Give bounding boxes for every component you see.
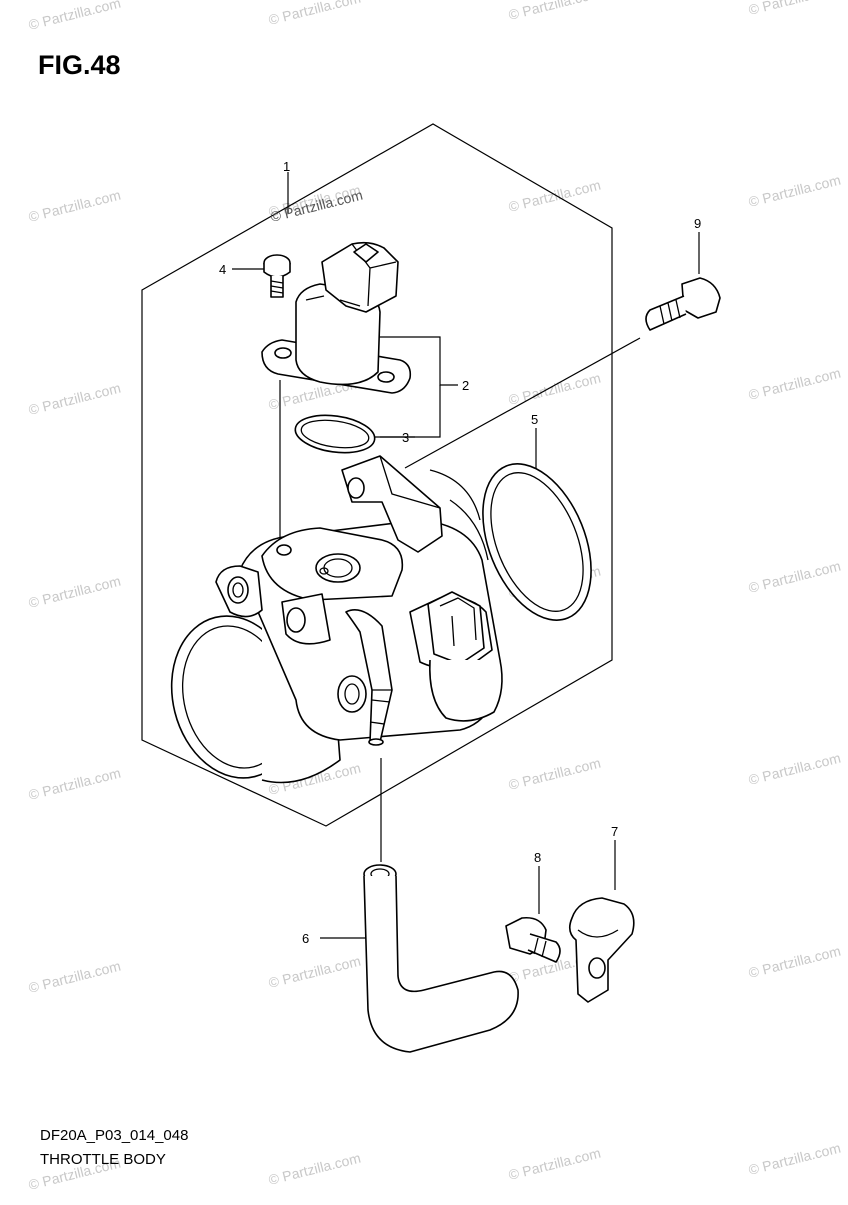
callout-numbers: 1 2 3 4 5 6 7 8 9 [219,159,701,946]
part-6-hose [363,864,519,1053]
watermark-text: © Partzilla.com [27,958,122,996]
part-5-gasket-ring [482,463,592,621]
watermark-text: © Partzilla.com [747,365,842,403]
callout-4: 4 [219,262,226,277]
callout-5: 5 [531,412,538,427]
watermark-text: © Partzilla.com [507,370,602,408]
watermark-text: © Partzilla.com [507,0,602,23]
assembly-box [141,123,613,827]
callout-8: 8 [534,850,541,865]
watermark-text: © Partzilla.com [27,380,122,418]
watermark-text: © Partzilla.com [507,755,602,793]
throttle-body [170,455,503,784]
part-7-clamp [568,897,635,1003]
figure-title: FIG.48 [38,50,121,80]
part-9-bolt [645,277,721,331]
watermark-text: © Partzilla.com [27,573,122,611]
part-2-sensor [261,241,412,394]
callout-3: 3 [402,430,409,445]
watermark-text: © Partzilla.com [267,953,362,991]
watermark-text: © Partzilla.com [747,558,842,596]
leader-lines [232,172,700,939]
watermark-text: © Partzilla.com [747,1140,842,1178]
part-3-o-ring [294,414,376,454]
callout-6: 6 [302,931,309,946]
watermark-text: © Partzilla.com [747,172,842,210]
callout-9: 9 [694,216,701,231]
watermark-text: © Partzilla.com [27,765,122,803]
part-8-bolt [505,916,561,963]
figure-name: THROTTLE BODY [40,1151,166,1168]
watermark-text: © Partzilla.com [747,943,842,981]
callout-1: 1 [283,159,290,174]
watermark-text: © Partzilla.com [747,750,842,788]
watermark-text: © Partzilla.com [507,177,602,215]
callout-2: 2 [462,378,469,393]
callout-7: 7 [611,824,618,839]
figure-code: DF20A_P03_014_048 [40,1127,189,1144]
watermark-text: © Partzilla.com [267,0,362,28]
part-4-screw [263,254,291,298]
watermark-text: © Partzilla.com [27,187,122,225]
watermark-text: © Partzilla.com [507,1145,602,1183]
watermark-text: © Partzilla.com [267,1150,362,1188]
watermark-text: © Partzilla.com [27,0,122,33]
watermark-text: © Partzilla.com [747,0,842,18]
